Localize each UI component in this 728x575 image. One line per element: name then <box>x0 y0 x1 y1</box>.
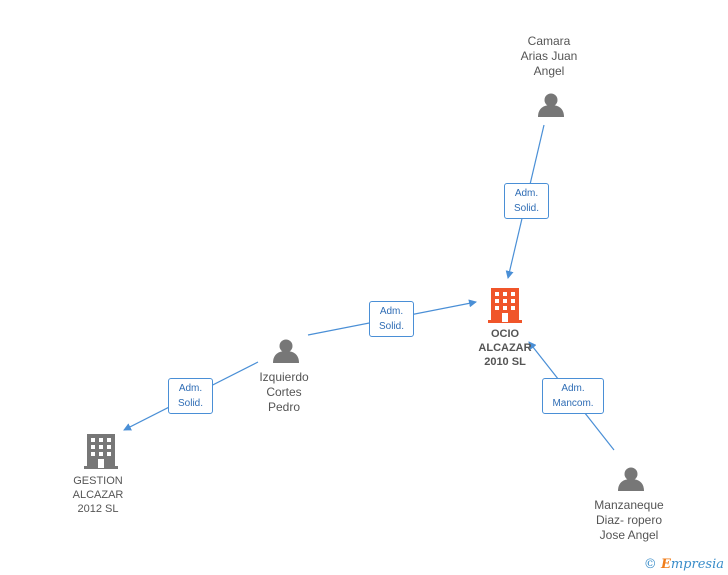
person-label-camara[interactable]: Camara Arias Juan Angel <box>503 34 595 79</box>
copyright-icon: © <box>643 557 657 572</box>
label-line: Diaz- ropero <box>595 513 663 527</box>
label-line: Jose Angel <box>599 528 659 542</box>
building-icon[interactable] <box>84 434 118 469</box>
brand-initial: E <box>660 557 671 572</box>
person-label-manzaneque[interactable]: Manzaneque Diaz- ropero Jose Angel <box>578 498 680 543</box>
relation-box-izquierdo-gestion[interactable]: Adm. Solid. <box>168 378 213 414</box>
label-line: Cortes <box>266 385 302 399</box>
relation-line: Solid. <box>177 398 203 409</box>
label-line: Angel <box>533 64 565 78</box>
label-line: Camara <box>527 34 571 48</box>
relation-line: Adm. <box>379 306 404 317</box>
person-icon[interactable] <box>618 467 644 492</box>
label-line: ALCAZAR <box>478 342 532 354</box>
brand-name: mpresia <box>670 557 724 572</box>
label-line: 2012 SL <box>77 503 119 515</box>
relation-line: Adm. <box>561 383 585 394</box>
building-icon[interactable] <box>488 288 522 323</box>
label-line: Izquierdo <box>259 370 309 384</box>
brand-footer: © Empresia <box>644 557 724 572</box>
relation-box-manzaneque-ocio[interactable]: Adm. Mancom. <box>542 378 604 414</box>
person-label-izquierdo[interactable]: Izquierdo Cortes Pedro <box>238 370 330 415</box>
relation-line: Adm. <box>178 383 203 394</box>
company-label-gestion[interactable]: GESTION ALCAZAR 2012 SL <box>56 474 140 516</box>
label-line: OCIO <box>490 328 520 340</box>
relation-line: Solid. <box>513 203 539 214</box>
label-line: Arias Juan <box>520 49 578 63</box>
relation-box-camara-ocio[interactable]: Adm. Solid. <box>504 183 549 219</box>
relation-box-izquierdo-ocio[interactable]: Adm. Solid. <box>369 301 414 337</box>
person-icon[interactable] <box>273 339 299 364</box>
label-line: ALCAZAR <box>72 489 124 501</box>
relation-line: Adm. <box>514 188 539 199</box>
relation-line: Solid. <box>378 321 404 332</box>
label-line: Manzaneque <box>594 498 664 512</box>
relation-line: Mancom. <box>552 398 594 409</box>
label-line: Pedro <box>267 400 301 414</box>
person-icon[interactable] <box>538 93 564 118</box>
company-label-ocio[interactable]: OCIO ALCAZAR 2010 SL <box>463 327 547 369</box>
label-line: 2010 SL <box>484 356 526 368</box>
label-line: GESTION <box>73 475 123 487</box>
